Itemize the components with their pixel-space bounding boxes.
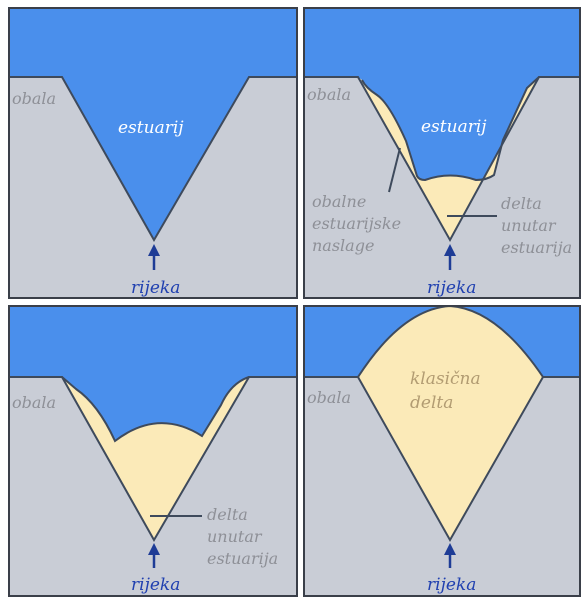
delta-outline: [61, 376, 250, 443]
estuarij-label: estuarij: [118, 118, 184, 138]
obala-label: obala: [12, 393, 56, 412]
klasicna-label-line-1: klasična: [410, 369, 481, 389]
rijeka-label: rijeka: [131, 278, 180, 298]
leader-obalne: [388, 147, 401, 193]
coastline: [9, 376, 297, 543]
panel-border: [303, 7, 581, 299]
obalne-label-line-2: estuarijske: [312, 214, 401, 233]
obalne-label-line-1: obalne: [312, 192, 366, 211]
klasicna-label-line-2: delta: [410, 393, 453, 413]
obala-label: obala: [307, 388, 351, 407]
estuary-water-and-sediment: [304, 8, 580, 240]
panel-border: [303, 305, 581, 597]
delta-unutar-label-line-3: estuarija: [501, 238, 572, 257]
panel-bottom-right: obala klasična delta rijeka: [303, 304, 581, 597]
delta-unutar-label-line-2: unutar: [207, 527, 263, 546]
rijeka-label: rijeka: [131, 575, 180, 595]
coastline: [304, 376, 580, 543]
panel-border: [8, 7, 298, 299]
delta-unutar-label-line-1: delta: [501, 194, 542, 213]
river-arrow-head: [444, 244, 456, 256]
obalne-label-line-3: naslage: [312, 236, 374, 255]
panel-top-left: obala estuarij rijeka: [8, 7, 298, 299]
river-arrow-head: [148, 543, 160, 555]
obala-label: obala: [307, 85, 351, 104]
delta-within-estuary: [62, 377, 249, 540]
panel-top-right: obala estuarij obalne estuarijske naslag…: [303, 7, 581, 299]
panel-border: [8, 305, 298, 597]
classic-delta: [358, 306, 543, 540]
delta-unutar-label-line-3: estuarija: [207, 549, 278, 568]
rijeka-label: rijeka: [427, 575, 476, 595]
estuary-water: [9, 8, 297, 240]
coastline: [304, 76, 580, 243]
obala-label: obala: [12, 89, 56, 108]
river-arrow-head: [148, 244, 160, 256]
rijeka-label: rijeka: [427, 278, 476, 298]
panel-bottom-left: obala delta unutar estuarija rijeka: [8, 305, 298, 597]
delta-unutar-label-line-1: delta: [207, 505, 248, 524]
estuarij-label: estuarij: [421, 117, 487, 137]
coastline: [9, 76, 297, 243]
river-arrow-head: [444, 543, 456, 555]
marginal-estuarine-deposits: [358, 77, 539, 240]
delta-unutar-label-line-2: unutar: [501, 216, 557, 235]
